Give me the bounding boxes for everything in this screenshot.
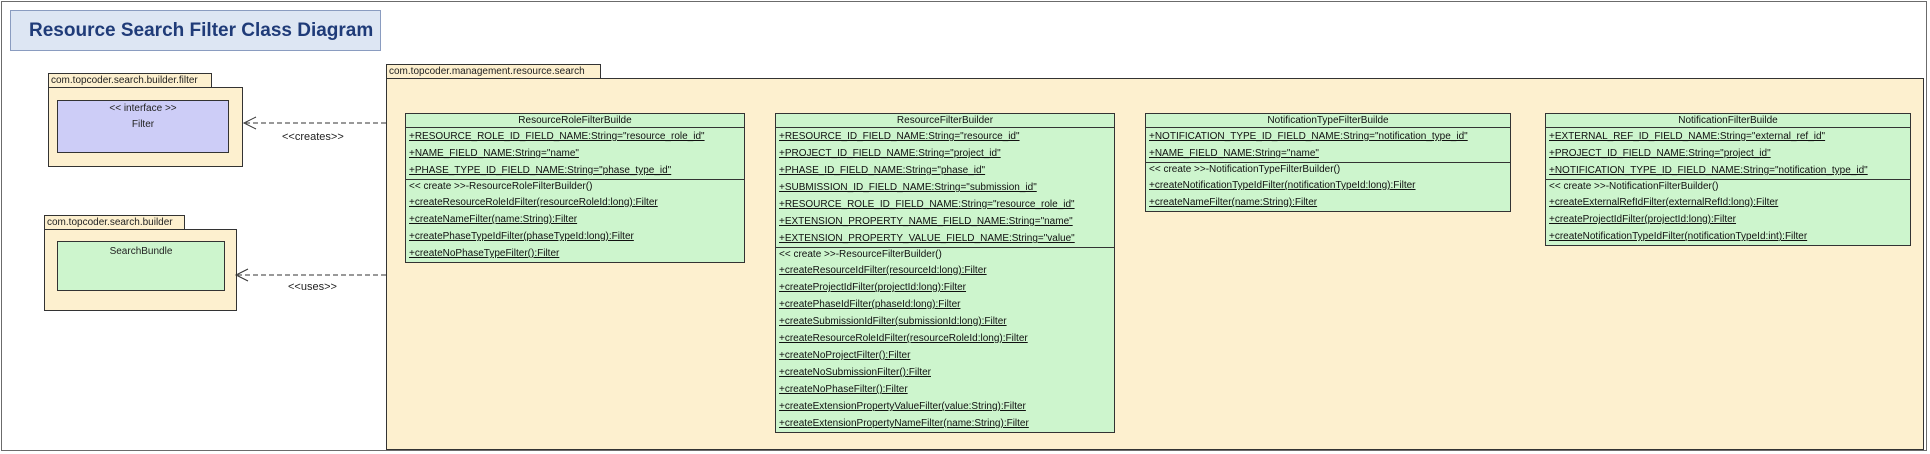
attribute: +PHASE_ID_FIELD_NAME:String="phase_id" <box>779 165 986 176</box>
class-operations: << create >>-NotificationTypeFilterBuild… <box>1146 163 1510 211</box>
attribute: +SUBMISSION_ID_FIELD_NAME:String="submis… <box>779 182 1037 193</box>
operation: +createExtensionPropertyNameFilter(name:… <box>779 418 1029 429</box>
attribute: +PHASE_TYPE_ID_FIELD_NAME:String="phase_… <box>409 165 672 176</box>
attribute: +NAME_FIELD_NAME:String="name" <box>1149 148 1319 159</box>
diagram-title: Resource Search Filter Class Diagram <box>10 10 381 51</box>
uses-arrowhead <box>234 268 249 282</box>
attribute: +RESOURCE_ROLE_ID_FIELD_NAME:String="res… <box>409 131 705 142</box>
class-attributes: +RESOURCE_ROLE_ID_FIELD_NAME:String="res… <box>406 128 744 180</box>
constructor: << create >>-ResourceFilterBuilder() <box>779 249 942 260</box>
constructor: << create >>-ResourceRoleFilterBuilder() <box>409 181 593 192</box>
class-operations: << create >>-ResourceFilterBuilder() +cr… <box>776 248 1114 432</box>
class-attributes: +NOTIFICATION_TYPE_ID_FIELD_NAME:String=… <box>1146 128 1510 163</box>
class-notification-type-filter-builder: NotificationTypeFilterBuilde +NOTIFICATI… <box>1145 113 1511 212</box>
operation: +createNoPhaseFilter():Filter <box>779 384 908 395</box>
operation: +createNotificationTypeIdFilter(notifica… <box>1149 180 1416 191</box>
operation: +createNameFilter(name:String):Filter <box>1149 197 1318 208</box>
constructor: << create >>-NotificationFilterBuilder() <box>1549 181 1719 192</box>
operation: +createProjectIdFilter(projectId:long):F… <box>1549 214 1737 225</box>
creates-label: <<creates>> <box>282 131 344 143</box>
class-resource-role-filter-builder: ResourceRoleFilterBuilde +RESOURCE_ROLE_… <box>405 113 745 263</box>
class-resource-filter-builder: ResourceFilterBuilder +RESOURCE_ID_FIELD… <box>775 113 1115 433</box>
operation: +createResourceRoleIdFilter(resourceRole… <box>409 197 658 208</box>
attribute: +EXTENSION_PROPERTY_VALUE_FIELD_NAME:Str… <box>779 233 1075 244</box>
filter-stereotype: << interface >> <box>109 103 177 114</box>
attribute: +RESOURCE_ID_FIELD_NAME:String="resource… <box>779 131 1020 142</box>
attribute: +NOTIFICATION_TYPE_ID_FIELD_NAME:String=… <box>1549 165 1868 176</box>
package-tab-resource-search: com.topcoder.management.resource.search <box>386 64 601 78</box>
attribute: +PROJECT_ID_FIELD_NAME:String="project_i… <box>779 148 1001 159</box>
filter-name: Filter <box>131 119 155 130</box>
operation: +createNoProjectFilter():Filter <box>779 350 911 361</box>
operation: +createResourceRoleIdFilter(resourceRole… <box>779 333 1028 344</box>
search-bundle-class: SearchBundle <box>57 241 225 291</box>
class-attributes: +EXTERNAL_REF_ID_FIELD_NAME:String="exte… <box>1546 128 1910 180</box>
attribute: +PROJECT_ID_FIELD_NAME:String="project_i… <box>1549 148 1771 159</box>
class-operations: << create >>-NotificationFilterBuilder()… <box>1546 180 1910 245</box>
operation: +createExtensionPropertyValueFilter(valu… <box>779 401 1026 412</box>
operation: +createPhaseIdFilter(phaseId:long):Filte… <box>779 299 961 310</box>
class-name: ResourceFilterBuilder <box>776 114 1114 128</box>
class-name: NotificationFilterBuilde <box>1546 114 1910 128</box>
package-tab-builder: com.topcoder.search.builder <box>44 215 185 229</box>
operation: +createSubmissionIdFilter(submissionId:l… <box>779 316 1007 327</box>
operation: +createResourceIdFilter(resourceId:long)… <box>779 265 987 276</box>
attribute: +NOTIFICATION_TYPE_ID_FIELD_NAME:String=… <box>1149 131 1468 142</box>
class-name: ResourceRoleFilterBuilde <box>406 114 744 128</box>
operation: +createNotificationTypeIdFilter(notifica… <box>1549 231 1808 242</box>
attribute: +RESOURCE_ROLE_ID_FIELD_NAME:String="res… <box>779 199 1075 210</box>
diagram-title-text: Resource Search Filter Class Diagram <box>29 19 374 41</box>
attribute: +EXTENSION_PROPERTY_NAME_FIELD_NAME:Stri… <box>779 216 1073 227</box>
operation: +createNoSubmissionFilter():Filter <box>779 367 931 378</box>
filter-interface: << interface >> Filter <box>57 100 229 153</box>
uses-label: <<uses>> <box>288 281 337 293</box>
class-attributes: +RESOURCE_ID_FIELD_NAME:String="resource… <box>776 128 1114 248</box>
constructor: << create >>-NotificationTypeFilterBuild… <box>1149 164 1341 175</box>
class-operations: << create >>-ResourceRoleFilterBuilder()… <box>406 180 744 262</box>
search-bundle-name: SearchBundle <box>109 246 173 257</box>
class-notification-filter-builder: NotificationFilterBuilde +EXTERNAL_REF_I… <box>1545 113 1911 246</box>
operation: +createPhaseTypeIdFilter(phaseTypeId:lon… <box>409 231 634 242</box>
class-name: NotificationTypeFilterBuilde <box>1146 114 1510 128</box>
operation: +createNameFilter(name:String):Filter <box>409 214 578 225</box>
operation: +createNoPhaseTypeFilter():Filter <box>409 248 560 259</box>
operation: +createProjectIdFilter(projectId:long):F… <box>779 282 967 293</box>
creates-arrowhead <box>242 116 257 130</box>
package-tab-filter: com.topcoder.search.builder.filter <box>48 73 212 87</box>
attribute: +NAME_FIELD_NAME:String="name" <box>409 148 579 159</box>
operation: +createExternalRefIdFilter(externalRefId… <box>1549 197 1779 208</box>
attribute: +EXTERNAL_REF_ID_FIELD_NAME:String="exte… <box>1549 131 1826 142</box>
